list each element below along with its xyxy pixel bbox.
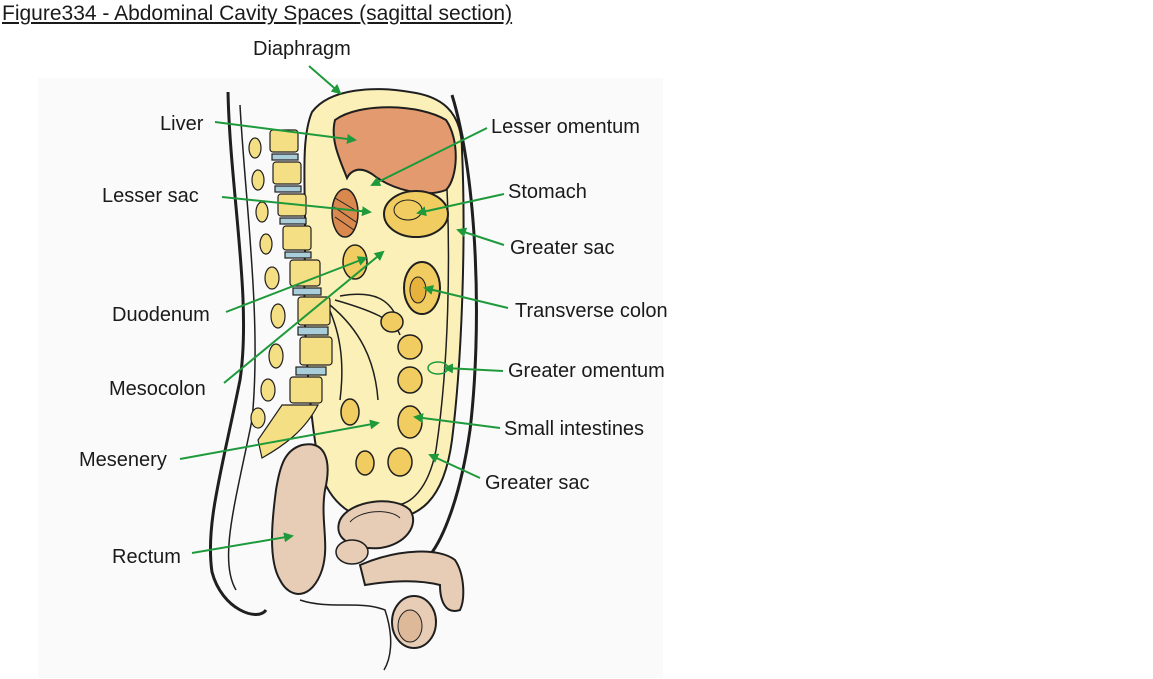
penis-shape — [358, 550, 465, 612]
label-rectum: Rectum — [112, 546, 181, 568]
spinous-processes — [248, 137, 286, 429]
label-greater-sac-lower: Greater sac — [485, 472, 590, 494]
perineum-line — [299, 599, 392, 671]
arrow-mesocolon — [223, 250, 385, 384]
spine — [257, 129, 333, 459]
arrow-greater-sac-lower — [428, 453, 481, 479]
label-mesenery: Mesenery — [79, 449, 167, 471]
label-stomach: Stomach — [508, 181, 587, 203]
label-transverse-colon: Transverse colon — [515, 300, 668, 322]
arrow-diaphragm — [308, 65, 342, 95]
small-intestine-loops — [340, 311, 423, 477]
arrow-greater-omentum — [443, 363, 504, 374]
label-lesser-omentum: Lesser omentum — [491, 116, 640, 138]
label-greater-omentum: Greater omentum — [508, 360, 665, 382]
label-diaphragm: Diaphragm — [253, 38, 351, 60]
arrow-liver — [214, 121, 357, 144]
pointer-arrows — [179, 65, 509, 554]
label-duodenum: Duodenum — [112, 304, 210, 326]
label-liver: Liver — [160, 113, 204, 135]
figure-title: Figure334 - Abdominal Cavity Spaces (sag… — [2, 2, 513, 25]
stomach-shape — [383, 190, 449, 238]
back-outline — [208, 91, 268, 616]
abdominal-wall — [428, 94, 478, 556]
arrow-transverse-colon — [423, 285, 509, 309]
mesentery-fan — [324, 293, 401, 401]
arrow-mesenery — [179, 419, 380, 460]
prostate-shape — [335, 539, 369, 565]
arrow-duodenum — [225, 256, 368, 313]
arrow-rectum — [191, 532, 294, 554]
arrow-stomach — [416, 193, 505, 217]
label-lesser-sac: Lesser sac — [102, 185, 199, 207]
label-small-intestines: Small intestines — [504, 418, 645, 440]
arrow-greater-sac-upper — [456, 227, 505, 246]
label-greater-sac-upper: Greater sac — [510, 237, 615, 259]
arrow-small-intestines — [413, 413, 501, 429]
pancreas-shape — [331, 188, 359, 238]
arrow-lesser-sac — [221, 196, 372, 217]
arrow-lesser-omentum — [370, 127, 488, 186]
label-mesocolon: Mesocolon — [109, 378, 206, 400]
rectum-shape — [271, 443, 329, 595]
greater-sac-line — [394, 149, 450, 506]
